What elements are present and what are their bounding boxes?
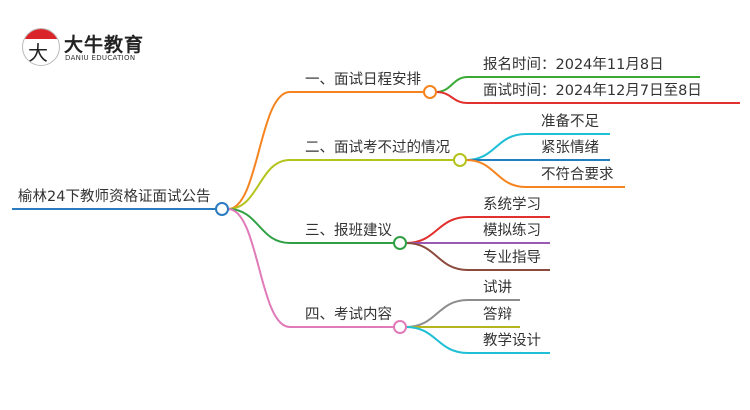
branch-topic[interactable]: 四、考试内容 (305, 307, 392, 323)
leaf-connector (405, 299, 469, 328)
branch-collapse-toggle[interactable] (423, 85, 437, 99)
leaf-topic[interactable]: 教学设计 (483, 333, 541, 349)
leaf-connector (465, 133, 527, 161)
leaf-connector (405, 326, 469, 354)
branch-collapse-toggle[interactable] (393, 320, 407, 334)
branch-collapse-toggle[interactable] (453, 153, 467, 167)
leaf-topic[interactable]: 紧张情绪 (541, 140, 599, 156)
branch-connector (227, 159, 291, 210)
branch-connector (227, 208, 291, 244)
leaf-topic[interactable]: 准备不足 (541, 114, 599, 130)
branch-connector (227, 91, 291, 210)
leaf-topic[interactable]: 不符合要求 (541, 167, 614, 183)
logo: 大牛 大牛教育 DANIU EDUCATION (22, 28, 182, 70)
branch-connector (227, 208, 291, 328)
logo-mark-icon: 大牛 (22, 28, 60, 66)
leaf-connector (405, 242, 469, 271)
branch-topic[interactable]: 二、面试考不过的情况 (305, 140, 450, 156)
leaf-connector (435, 76, 469, 93)
branch-topic[interactable]: 一、面试日程安排 (305, 72, 421, 88)
branch-topic[interactable]: 三、报班建议 (305, 223, 392, 239)
leaf-connector (465, 159, 527, 188)
leaf-topic[interactable]: 专业指导 (483, 250, 541, 266)
branch-collapse-toggle[interactable] (393, 236, 407, 250)
leaf-topic[interactable]: 系统学习 (483, 197, 541, 213)
root-collapse-toggle[interactable] (215, 202, 229, 216)
root-topic[interactable]: 榆林24下教师资格证面试公告 (18, 189, 211, 205)
leaf-connector (435, 91, 469, 104)
leaf-topic[interactable]: 面试时间：2024年12月7日至8日 (483, 83, 702, 99)
leaf-topic[interactable]: 试讲 (483, 280, 512, 296)
logo-subtitle: DANIU EDUCATION (65, 54, 136, 62)
leaf-topic[interactable]: 报名时间：2024年11月8日 (483, 57, 664, 73)
leaf-connector (405, 216, 469, 244)
leaf-topic[interactable]: 模拟练习 (483, 223, 541, 239)
logo-name: 大牛教育 (64, 34, 145, 56)
leaf-topic[interactable]: 答辩 (483, 307, 512, 323)
